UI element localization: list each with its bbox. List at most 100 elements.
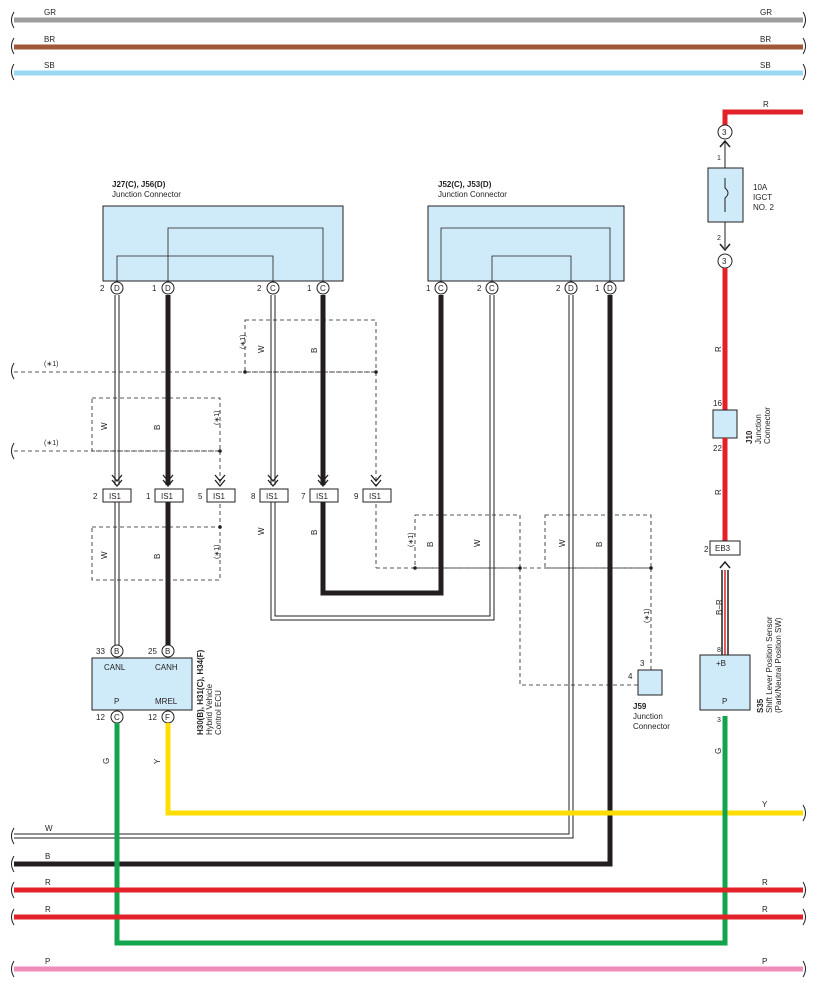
wire-label-sb-right: SB xyxy=(760,61,771,70)
j52-box xyxy=(427,205,625,282)
svg-text:IS1: IS1 xyxy=(161,492,174,501)
j52-inner-outer-link xyxy=(440,227,611,281)
ecu-box xyxy=(91,657,193,711)
svg-text:C: C xyxy=(320,284,326,293)
ecu-canl: CANL xyxy=(104,663,126,672)
wire-label-w-6: W xyxy=(558,539,567,547)
j27-desc: Junction Connector xyxy=(112,190,181,199)
connector-j27-j56: J27(C), J56(D) Junction Connector D 2 D … xyxy=(100,180,344,295)
j10-name: J10 xyxy=(745,430,754,444)
is1-connector-1: 2 IS1 xyxy=(93,488,132,503)
wire-break-icon xyxy=(802,63,806,81)
s35-line1: Shift Lever Position Sensor xyxy=(765,616,774,713)
svg-text:1: 1 xyxy=(146,492,151,501)
conn-3-bottom-label: 3 xyxy=(722,257,727,266)
top-bus: GR GR BR BR SB SB xyxy=(11,8,806,81)
ecu-p: P xyxy=(114,697,119,706)
wire-break-icon xyxy=(802,11,806,29)
star-label-a: (∗1) xyxy=(44,361,58,368)
s35-plusb: +B xyxy=(716,659,726,668)
fuse-pin-bottom: 2 xyxy=(717,235,721,242)
wire-label-g-left: G xyxy=(102,758,111,764)
wire-label-b-5: B xyxy=(426,542,435,547)
chevron-down-icon xyxy=(267,474,279,488)
star-label-g: (∗1) xyxy=(644,609,651,623)
j27-box xyxy=(102,205,344,282)
j52-pin-4: D 1 xyxy=(595,281,617,295)
ecu-pin-canh-num: 25 xyxy=(148,647,157,656)
wire-label-r-bus-1-right: R xyxy=(762,878,768,887)
wire-break-icon xyxy=(11,908,15,926)
ecu-pin-p-num: 12 xyxy=(96,713,105,722)
j10-line2: Connector xyxy=(763,407,772,444)
j59-box xyxy=(637,669,663,696)
j27-pin-4: C 1 xyxy=(307,281,330,295)
ecu-pin-mrel-letter: F xyxy=(165,713,170,722)
wire-break-icon xyxy=(11,11,15,29)
fuse-icon xyxy=(724,178,729,212)
wire-label-br-right: BR xyxy=(760,35,771,44)
wire-y xyxy=(165,723,803,816)
j52-pin-2: C 2 xyxy=(477,281,499,295)
svg-text:IS1: IS1 xyxy=(109,492,122,501)
svg-text:1: 1 xyxy=(152,284,157,293)
wire-break-icon xyxy=(11,855,15,873)
wire-label-r-bus-2-right: R xyxy=(762,905,768,914)
shield-box-lower-mid xyxy=(414,514,521,569)
svg-text:D: D xyxy=(568,284,574,293)
shield-box-lower-right xyxy=(544,514,652,569)
wire-label-gr-right: GR xyxy=(760,8,772,17)
svg-text:C: C xyxy=(438,284,444,293)
wire-break-icon xyxy=(802,881,806,899)
wire-label-w-2: W xyxy=(257,345,266,353)
chevron-down-icon xyxy=(111,474,123,488)
hybrid-vehicle-ecu: B 33 B 25 CANL CANH P MREL C 12 F 12 H30… xyxy=(91,644,223,735)
j10-line1: Junction xyxy=(754,414,763,444)
fuse-name-2: NO. 2 xyxy=(753,203,774,212)
svg-text:IS1: IS1 xyxy=(213,492,226,501)
svg-text:1: 1 xyxy=(307,284,312,293)
connector-3-top-icon xyxy=(717,124,733,140)
j27-pin-3: C 2 xyxy=(257,281,280,295)
svg-text:8: 8 xyxy=(251,492,256,501)
wire-label-sb-left: SB xyxy=(44,61,55,70)
s35-p: P xyxy=(722,697,727,706)
star-label-c: (∗1) xyxy=(240,335,247,349)
j27-pin-1: D 2 xyxy=(100,281,124,295)
wire-label-r-bus-2-left: R xyxy=(45,905,51,914)
conn-3-top-label: 3 xyxy=(722,128,727,137)
wire-r-top xyxy=(722,109,803,130)
connector-j52-j53: J52(C), J53(D) Junction Connector C 1 C … xyxy=(426,180,625,295)
fuse-pin-top: 1 xyxy=(717,155,721,162)
wire-break-icon xyxy=(11,63,15,81)
j27-inner-c-link xyxy=(167,227,324,281)
j52-desc: Junction Connector xyxy=(438,190,507,199)
svg-text:5: 5 xyxy=(198,492,203,501)
wire-break-icon xyxy=(11,881,15,899)
wire-label-b-3: B xyxy=(153,554,162,559)
is1-connector-6: 9 IS1 xyxy=(354,488,392,503)
svg-text:1: 1 xyxy=(426,284,431,293)
j59-pin-left: 4 xyxy=(628,672,633,681)
wire-label-w-3: W xyxy=(100,551,109,559)
wire-label-w-4: W xyxy=(257,527,266,535)
wire-break-icon xyxy=(802,37,806,55)
connector-j59: 4 3 J59 Junction Connector xyxy=(628,659,670,731)
svg-text:D: D xyxy=(165,284,171,293)
wire-label-r-lower: R xyxy=(714,489,723,495)
ecu-pin-mrel-num: 12 xyxy=(148,713,157,722)
s35-line2: (Park/Neutral Position SW) xyxy=(774,617,783,713)
wire-label-y-right: Y xyxy=(762,800,768,809)
can-wires: W B W B 2 IS1 1 IS1 5 IS1 8 IS1 xyxy=(14,295,613,867)
shield-box-upper-left xyxy=(91,397,221,452)
wire-label-r-mid: R xyxy=(714,346,723,352)
right-power-circuit: R 3 1 10A IGCT NO. 2 2 3 R 16 22 J10 Jun… xyxy=(699,100,803,724)
wire-break-icon xyxy=(11,37,15,55)
svg-text:1: 1 xyxy=(595,284,600,293)
fuse-box xyxy=(707,167,744,223)
chevron-down-icon xyxy=(719,243,731,252)
svg-text:7: 7 xyxy=(301,492,306,501)
ecu-pin-canl-num: 33 xyxy=(96,647,105,656)
svg-text:2: 2 xyxy=(477,284,482,293)
wire-label-y-left: Y xyxy=(153,758,162,764)
